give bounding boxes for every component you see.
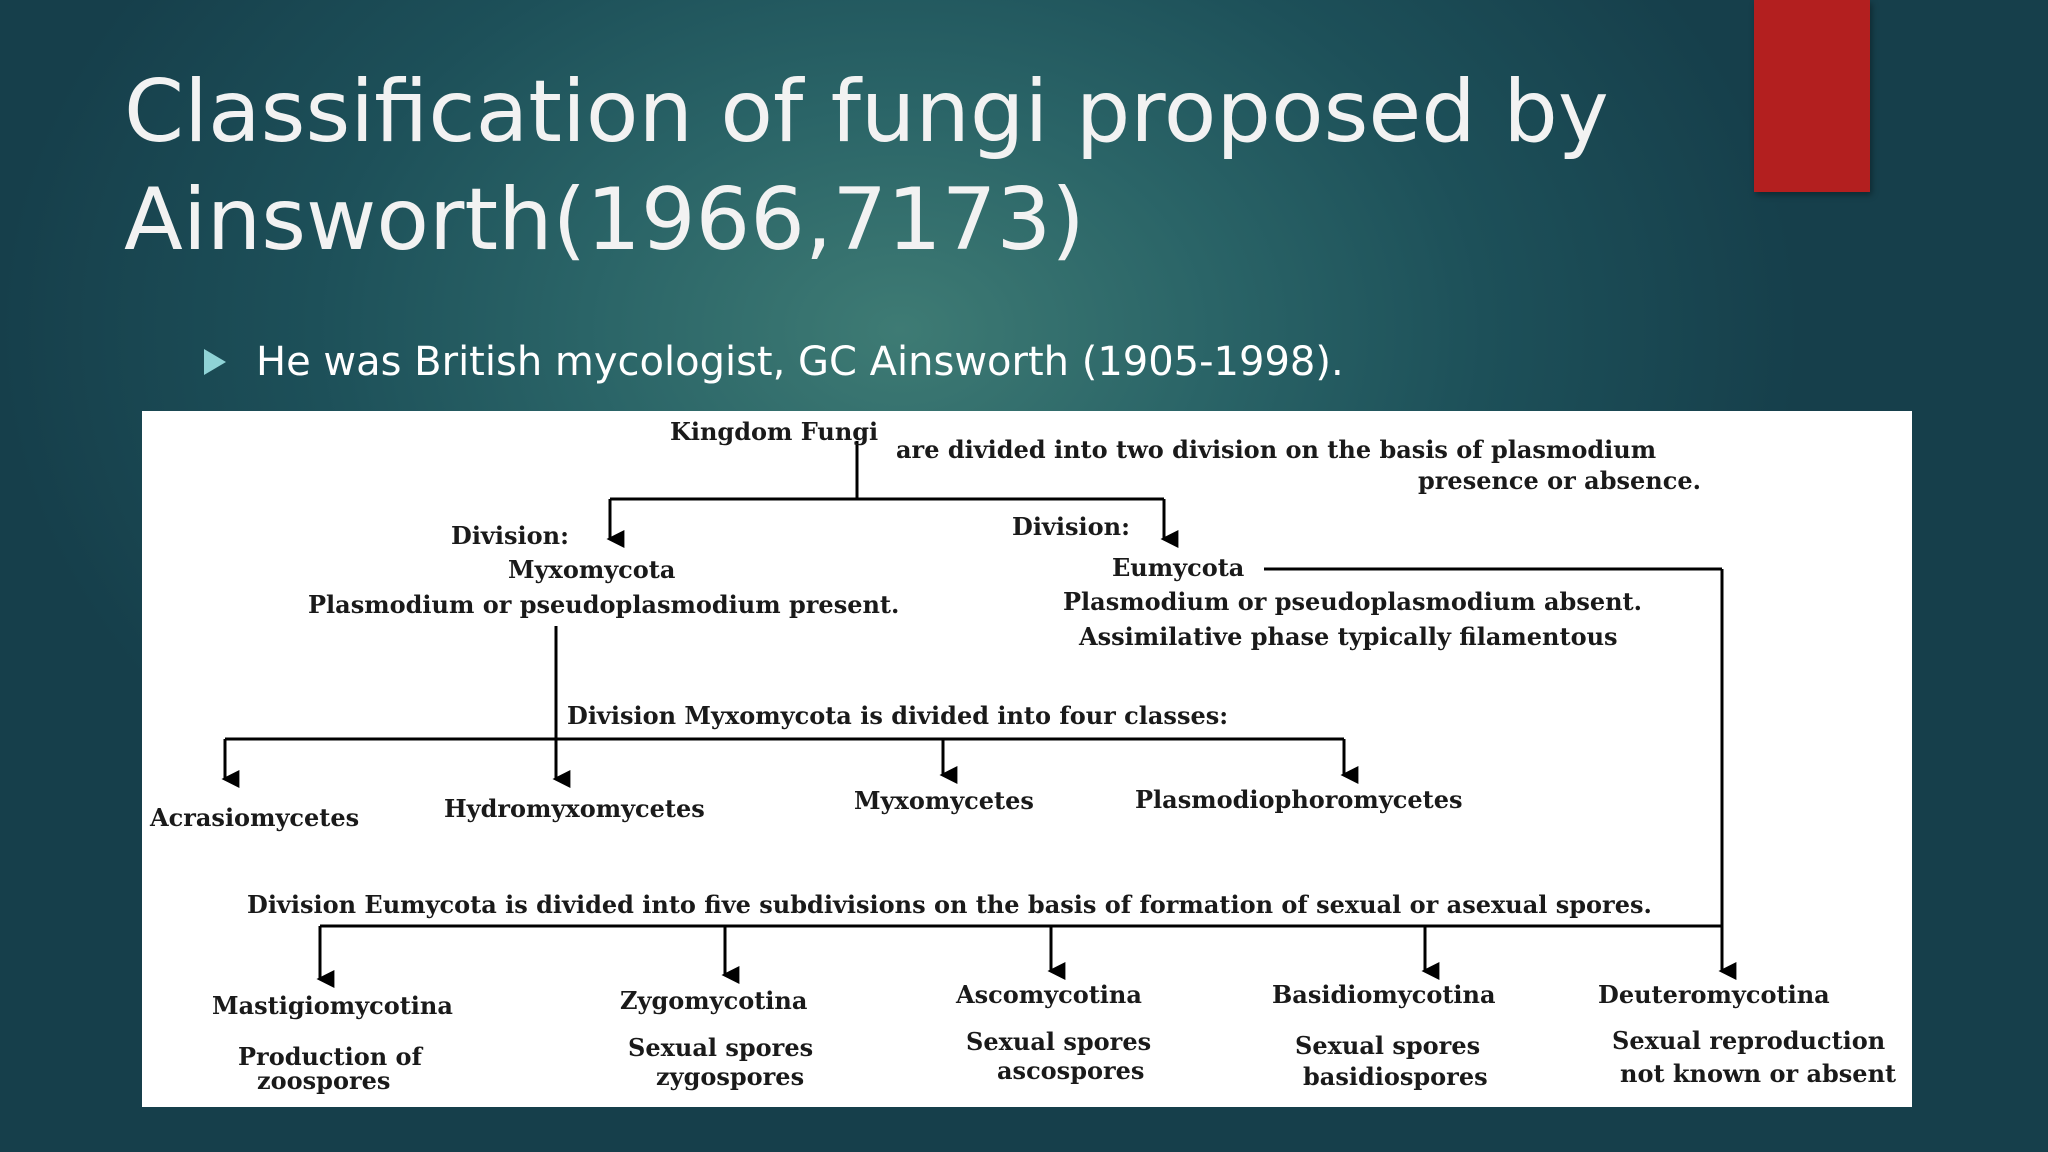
classification-diagram: Kingdom Fungi are divided into two divis… (142, 411, 1912, 1107)
myxomycota-division-label: Division: (451, 521, 569, 550)
subdivision-deuteromycotina-desc-2: not known or absent (1620, 1059, 1896, 1088)
slide-title: Classification of fungi proposed by Ains… (124, 62, 1609, 270)
subdivision-mastigiomycotina-desc-2: zoospores (257, 1066, 390, 1095)
subdivision-mastigiomycotina: Mastigiomycotina (212, 991, 453, 1020)
bullet-text: He was British mycologist, GC Ainsworth … (256, 339, 1344, 385)
subdivision-zygomycotina-desc-2: zygospores (656, 1062, 804, 1091)
class-hydromyxomycetes: Hydromyxomycetes (444, 794, 705, 823)
subdivision-zygomycotina: Zygomycotina (620, 986, 807, 1015)
root-note-line-1: are divided into two division on the bas… (896, 435, 1656, 464)
myxomycota-name: Myxomycota (508, 555, 675, 584)
connectors (221, 441, 1737, 988)
root-note-line-2: presence or absence. (1418, 466, 1701, 495)
eumycota-description-line-1: Plasmodium or pseudoplasmodium absent. (1063, 587, 1642, 616)
subdivision-ascomycotina-desc-2: ascospores (997, 1056, 1144, 1085)
eumycota-name: Eumycota (1112, 553, 1244, 582)
myxomycota-description: Plasmodium or pseudoplasmodium present. (308, 590, 899, 619)
subdivision-deuteromycotina: Deuteromycotina (1598, 980, 1830, 1009)
root-node: Kingdom Fungi (670, 417, 878, 446)
subdivision-basidiomycotina-desc-1: Sexual spores (1295, 1031, 1480, 1060)
class-acrasiomycetes: Acrasiomycetes (149, 803, 359, 832)
subdivision-ascomycotina-desc-1: Sexual spores (966, 1027, 1151, 1056)
subdivision-basidiomycotina: Basidiomycotina (1272, 980, 1496, 1009)
triangle-right-icon (204, 349, 226, 375)
accent-bar (1754, 0, 1870, 192)
class-plasmodiophoromycetes: Plasmodiophoromycetes (1135, 785, 1463, 814)
subdivision-deuteromycotina-desc-1: Sexual reproduction (1612, 1026, 1885, 1055)
subdivision-mastigiomycotina-desc-1: Production of (238, 1042, 424, 1071)
diagram-svg: Kingdom Fungi are divided into two divis… (149, 417, 1896, 1095)
bullet-item: He was British mycologist, GC Ainsworth … (204, 334, 1344, 390)
eumycota-subdivisions-note: Division Eumycota is divided into five s… (247, 890, 1652, 919)
eumycota-division-label: Division: (1012, 512, 1130, 541)
subdivision-basidiomycotina-desc-2: basidiospores (1303, 1062, 1488, 1091)
subdivision-ascomycotina: Ascomycotina (955, 980, 1142, 1009)
myxomycota-classes-note: Division Myxomycota is divided into four… (567, 701, 1228, 730)
subdivision-zygomycotina-desc-1: Sexual spores (628, 1033, 813, 1062)
class-myxomycetes: Myxomycetes (854, 786, 1034, 815)
eumycota-description-line-2: Assimilative phase typically filamentous (1078, 622, 1618, 651)
